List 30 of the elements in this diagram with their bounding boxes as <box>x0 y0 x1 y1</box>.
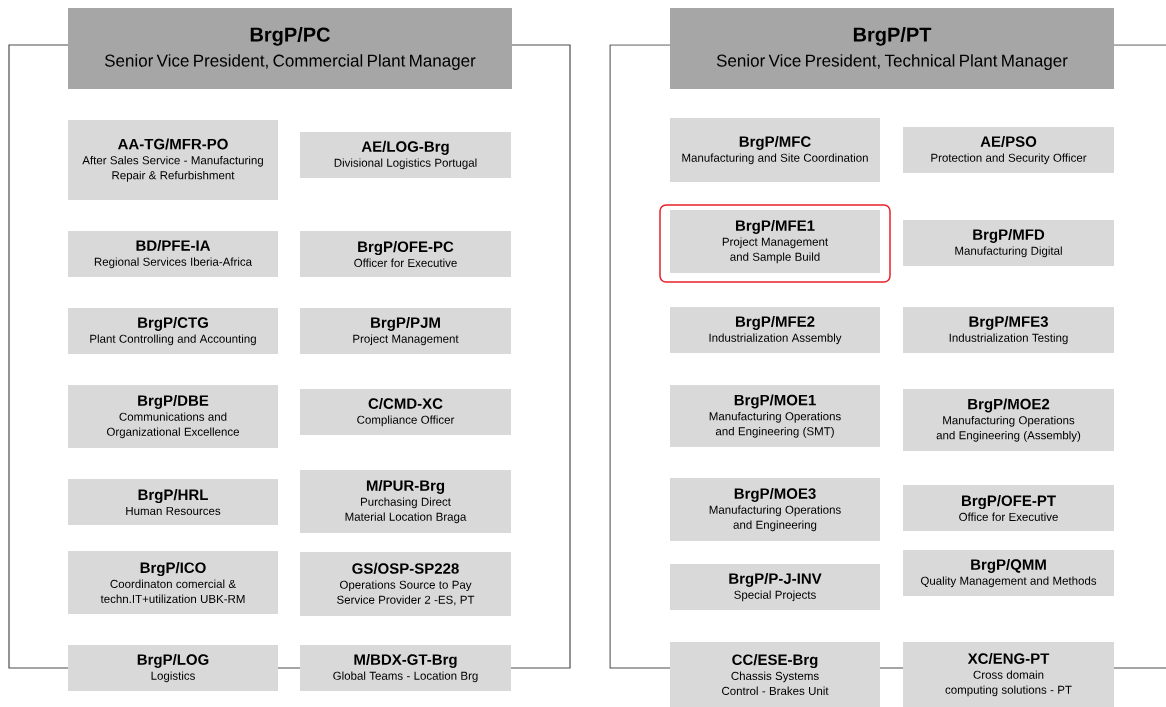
department-box: BrgP/DBE Communications and Organizational Excellence <box>68 385 278 448</box>
department-box: BrgP/MFE2 Industrialization Assembly <box>670 307 880 353</box>
department-box: BrgP/LOG Logistics <box>68 645 278 691</box>
department-box: AE/LOG-Brg Divisional Logistics Portugal <box>300 132 511 178</box>
department-box: BrgP/MOE1 Manufacturing Operations and Engineering (SMT) <box>670 385 880 447</box>
department-box: BD/PFE-IA Regional Services Iberia-Africa <box>68 231 278 277</box>
department-box: BrgP/ICO Coordinaton comercial & techn.IT+utilization UBK-RM <box>68 551 278 614</box>
department-box: AE/PSO Protection and Security Officer <box>903 127 1114 173</box>
department-box: BrgP/MFE1 Project Management and Sample Build <box>670 210 880 273</box>
department-box: GS/OSP-SP228 Operations Source to Pay Service Provider 2 -ES, PT <box>300 552 511 616</box>
department-box: M/BDX-GT-Brg Global Teams - Location Brg <box>300 645 511 691</box>
department-box: XC/ENG-PT Cross domain computing solutions - PT <box>903 642 1114 707</box>
department-box: BrgP/MOE2 Manufacturing Operations and Engineering (Assembly) <box>903 389 1114 451</box>
department-box: BrgP/MFE3 Industrialization Testing <box>903 307 1114 353</box>
department-box: BrgP/QMM Quality Management and Methods <box>903 550 1114 596</box>
department-box: BrgP/MFC Manufacturing and Site Coordination <box>670 118 880 182</box>
department-box: M/PUR-Brg Purchasing Direct Material Location Braga <box>300 470 511 533</box>
department-box: BrgP/MFD Manufacturing Digital <box>903 220 1114 266</box>
department-box: BrgP/MOE3 Manufacturing Operations and Engineering <box>670 478 880 541</box>
header-box: BrgP/PT Senior Vice President, Technical Plant Manager <box>670 8 1114 89</box>
department-box: BrgP/CTG Plant Controlling and Accounting <box>68 308 278 354</box>
department-box: BrgP/OFE-PC Officer for Executive <box>300 231 511 277</box>
department-box: BrgP/P-J-INV Special Projects <box>670 564 880 610</box>
department-box: BrgP/OFE-PT Office for Executive <box>903 485 1114 531</box>
department-box: AA-TG/MFR-PO After Sales Service - Manufacturing Repair & Refurbishment <box>68 120 278 200</box>
department-box: CC/ESE-Brg Chassis Systems Control - Brakes Unit <box>670 642 880 707</box>
department-box: BrgP/PJM Project Management <box>300 308 511 354</box>
header-box: BrgP/PC Senior Vice President, Commercial Plant Manager <box>68 8 512 89</box>
department-box: BrgP/HRL Human Resources <box>68 479 278 525</box>
department-box: C/CMD-XC Compliance Officer <box>300 389 511 435</box>
